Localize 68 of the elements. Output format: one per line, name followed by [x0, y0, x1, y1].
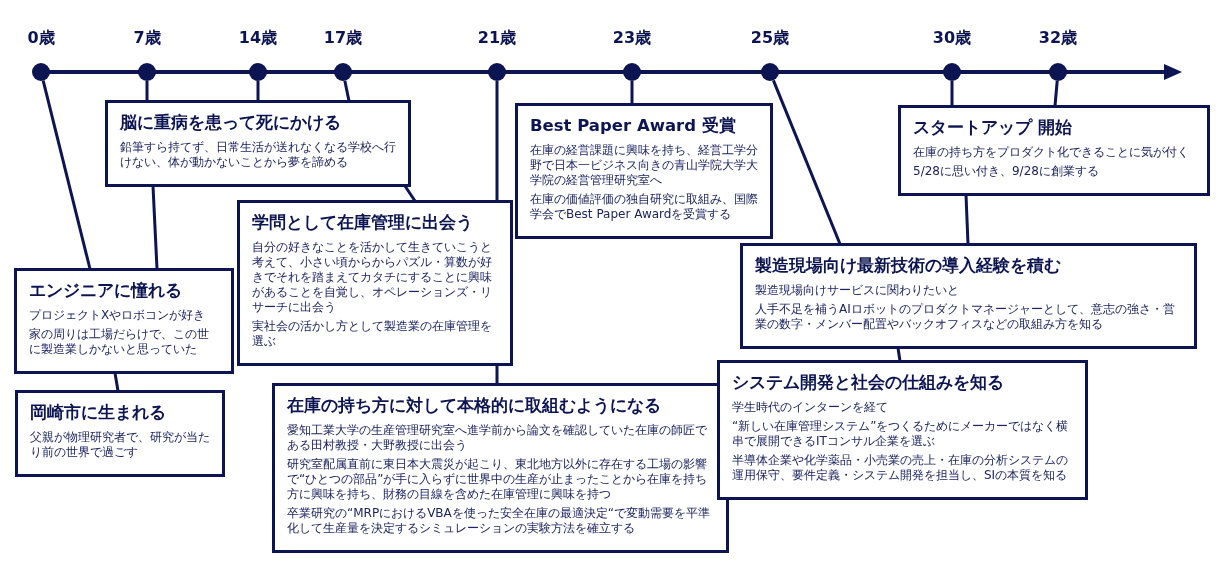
age-label: 7歳: [133, 28, 161, 48]
event-box: [15, 390, 225, 477]
event-description: 実社会の活かし方として製造業の在庫管理を選ぶ: [252, 319, 493, 349]
connector-line: [343, 80, 351, 102]
event-title: 岡崎市に生まれる: [30, 402, 167, 424]
timeline-dot: [249, 63, 267, 81]
timeline-dot: [623, 63, 641, 81]
event-description: 半導体企業や化学薬品・小売業の売上・在庫の分析システムの運用保守、要件定義・システム開発を担当し、SIの本質を知る: [732, 453, 1069, 483]
age-label: 17歳: [323, 28, 363, 48]
connector-line: [964, 194, 970, 245]
event-box: [14, 268, 234, 374]
connector-line: [151, 185, 159, 270]
event-description: 鉛筆すら持てず、日常生活が送れなくなる学校へ行けない、体が動かないことから夢を諦める: [120, 140, 396, 170]
connector-line: [1053, 80, 1059, 107]
connector-line: [256, 81, 260, 101]
age-label: 25歳: [750, 28, 790, 48]
connector-line: [630, 81, 634, 104]
event-description: 在庫の持ち方をプロダクト化できることに気が付く: [913, 145, 1190, 160]
event-title: Best Paper Award 受賞: [530, 115, 737, 137]
event-box: [717, 360, 1088, 500]
event-description: 在庫の経営課題に興味を持ち、経営工学分野で日本一ビジネス向きの青山学院大学大学院の経営管理研究室へ: [530, 143, 758, 188]
event-title: 在庫の持ち方に対して本格的に取組むようになる: [287, 395, 662, 417]
connector-line: [41, 80, 92, 270]
connector-line: [145, 81, 149, 101]
event-description: 研究室配属直前に東日本大震災が起こり、東北地方以外に存在する工場の影響で“ひとつの部品”が手に入らずに世界中の生産が止まったことから在庫を持ち方に興味を持ち、財務の目線を含めた在庫管理に興味を持つ: [287, 457, 709, 502]
timeline-dot: [761, 63, 779, 81]
event-description: 卒業研究の“MRPにおけるVBAを使った安全在庫の最適決定“で変動需要を平準化して生産量を決定するシミュレーションの実験方法を確立する: [287, 506, 711, 536]
event-description: 自分の好きなことを活かして生きていこうと考えて、小さい頃からからパズル・算数が好きでそれを踏まえてカタチにすることに興味があることを自覚し、オペレーションズ・リサーチに出会う: [252, 240, 493, 315]
event-description: 人手不足を補うAIロボットのプロダクトマネージャーとして、意志の強さ・営業の数字・メンバー配置やバックオフィスなどの取組み方を知る: [755, 302, 1176, 332]
age-label: 14歳: [238, 28, 278, 48]
timeline-dot: [488, 63, 506, 81]
event-box: [105, 100, 411, 187]
connector-line: [113, 372, 120, 392]
event-title: 脳に重病を患って死にかける: [120, 112, 342, 134]
event-box: [272, 383, 729, 553]
timeline-dot: [334, 63, 352, 81]
connector-line: [495, 81, 499, 201]
event-box: [898, 105, 1210, 196]
timeline-dot: [943, 63, 961, 81]
timeline-dot: [1049, 63, 1067, 81]
event-title: システム開発と社会の仕組みを知る: [732, 372, 1005, 394]
event-description: 愛知工業大学の生産管理研究室へ進学前から論文を確認していた在庫の師匠である田村教授・大野教授に出会う: [287, 423, 708, 453]
age-label: 23歳: [612, 28, 652, 48]
event-title: エンジニアに憧れる: [29, 280, 183, 302]
age-label: 32歳: [1038, 28, 1078, 48]
event-title: スタートアップ 開始: [913, 117, 1073, 139]
event-box: [740, 243, 1197, 349]
event-description: 在庫の価値評価の独自研究に取組み、国際学会でBest Paper Awardを受賞する: [530, 192, 758, 222]
event-box: [237, 200, 513, 366]
timeline-dot: [138, 63, 156, 81]
event-description: プロジェクトXやロボコンが好き: [29, 308, 207, 323]
event-description: 5/28に思い付き、9/28に創業する: [913, 164, 1100, 179]
event-description: 家の周りは工場だらけで、この世に製造業しかないと思っていた: [29, 327, 210, 357]
event-description: “新しい在庫管理システム”をつくるためにメーカーではなく横串で展開できるITコンサル企業を選ぶ: [732, 419, 1070, 449]
age-label: 0歳: [27, 28, 55, 48]
connector-line: [495, 365, 499, 384]
event-description: 学生時代のインターンを経て: [732, 400, 889, 415]
age-label: 21歳: [477, 28, 517, 48]
event-title: 学問として在庫管理に出会う: [252, 212, 474, 234]
age-label: 30歳: [932, 28, 972, 48]
connector-line: [772, 79, 842, 245]
event-title: 製造現場向け最新技術の導入経験を積む: [755, 255, 1062, 277]
timeline-dot: [32, 63, 50, 81]
event-description: 製造現場向けサービスに関わりたいと: [755, 283, 960, 298]
connector-line: [950, 81, 954, 106]
event-box: [515, 103, 773, 239]
connector-line: [403, 185, 417, 202]
event-description: 父親が物理研究者で、研究が当たり前の世界で過ごす: [30, 430, 210, 460]
